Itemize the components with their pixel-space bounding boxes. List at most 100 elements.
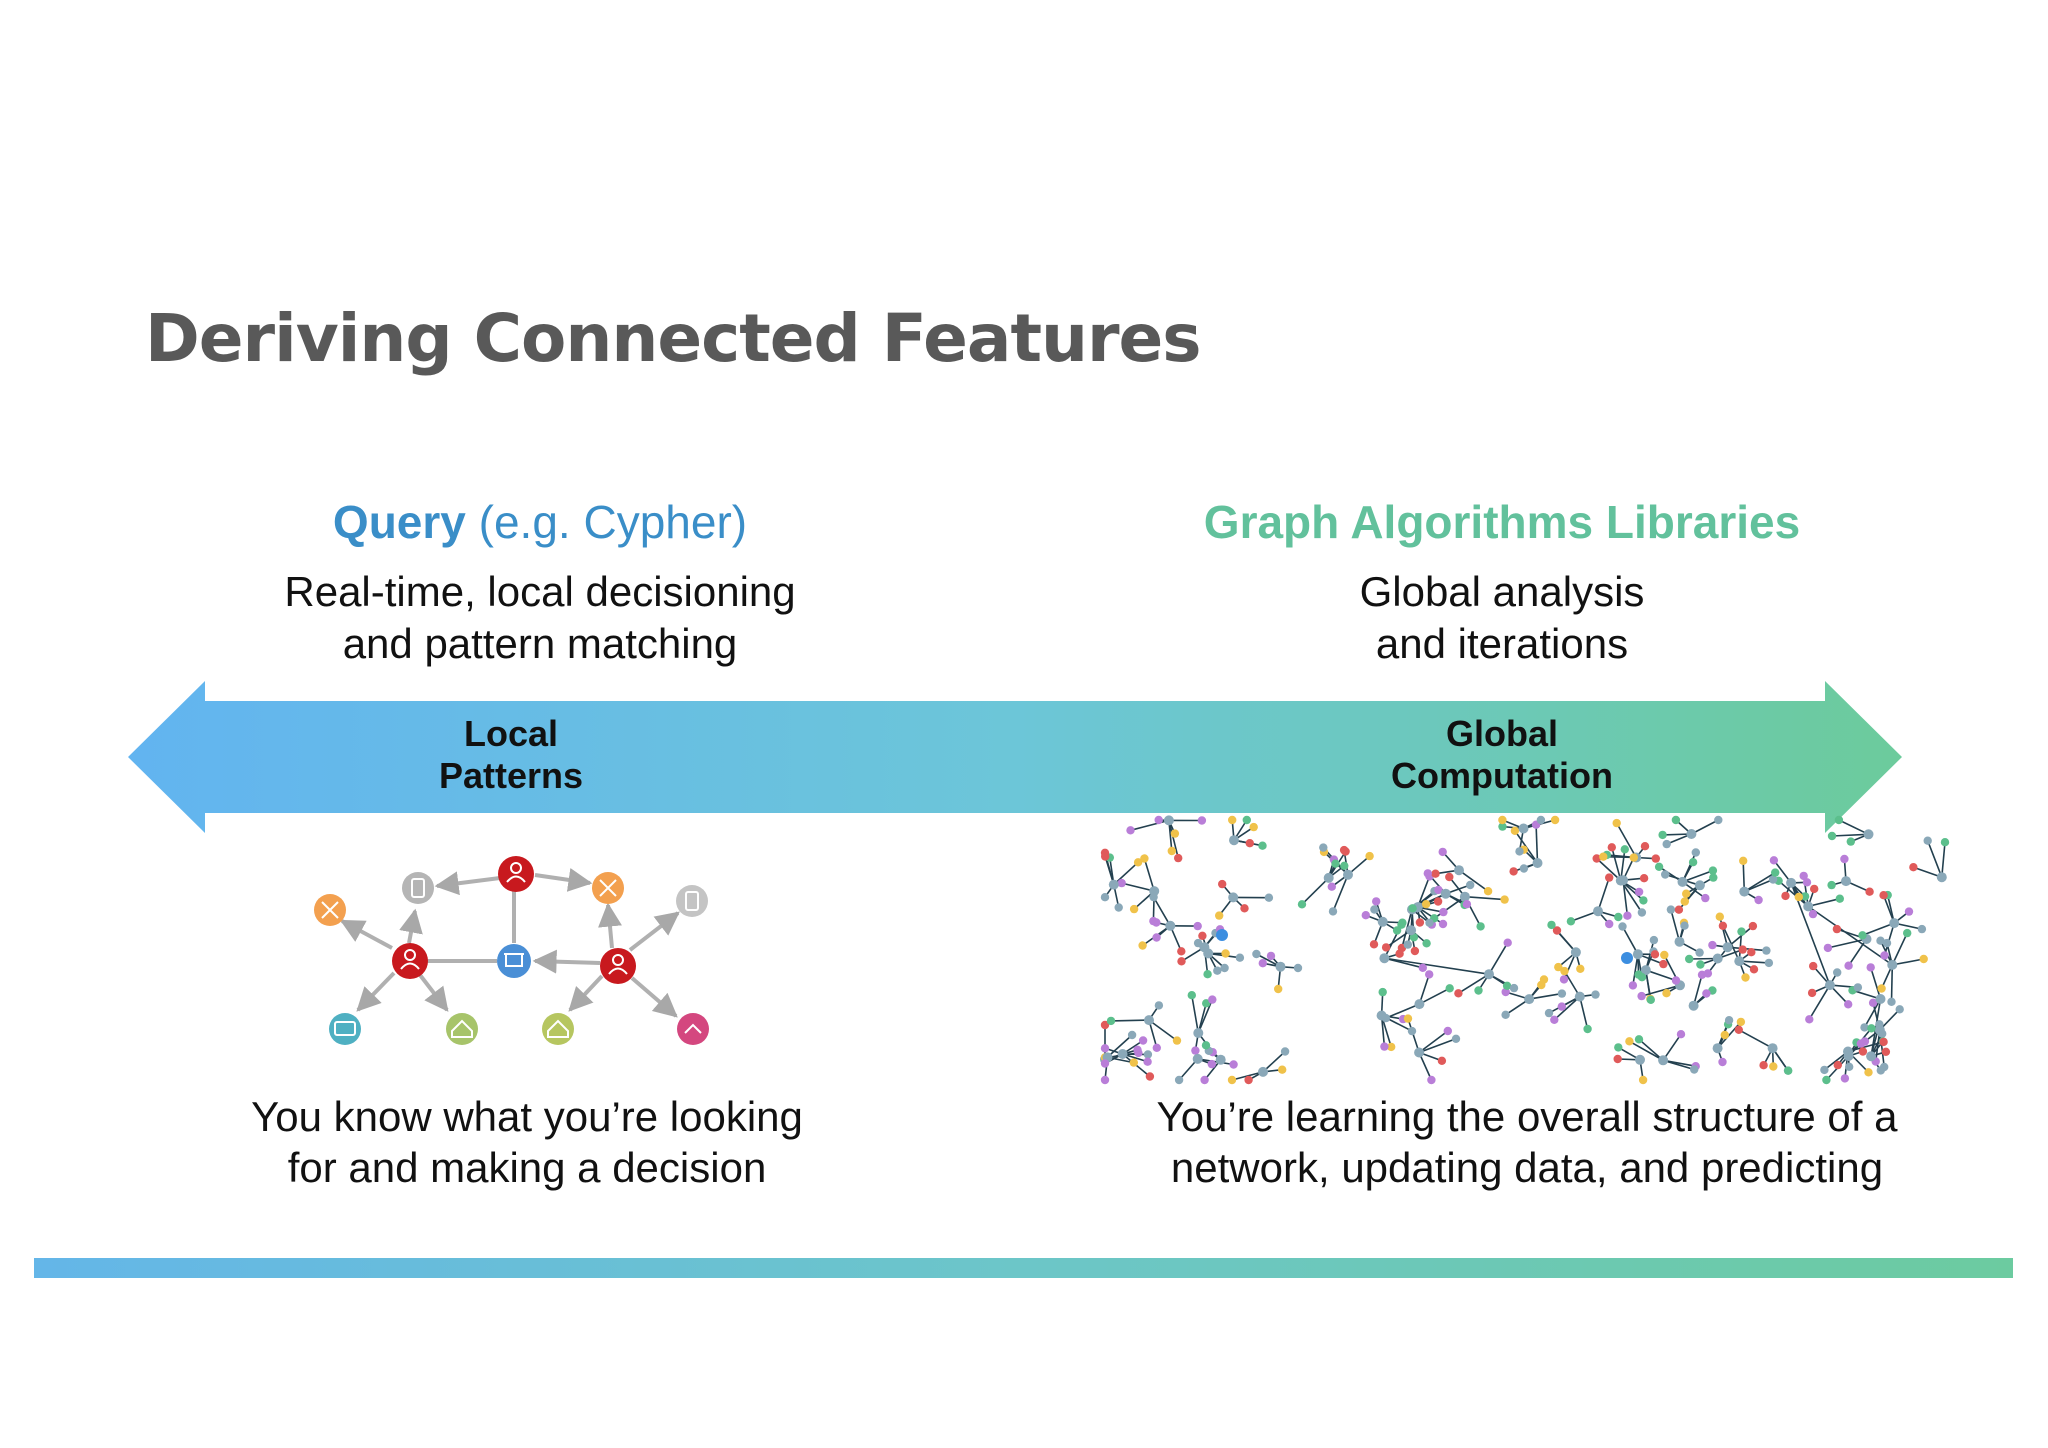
network-node: [1240, 904, 1249, 913]
network-edge: [1380, 1015, 1386, 1047]
network-node: [1654, 862, 1664, 871]
network-node: [1845, 1062, 1854, 1072]
network-node: [1297, 900, 1307, 909]
edge: [534, 868, 593, 892]
person-icon: [392, 943, 428, 979]
network-node: [1293, 963, 1303, 973]
network-node: [1807, 988, 1817, 998]
network-node: [1722, 942, 1733, 953]
network-node: [1640, 965, 1651, 976]
network-node: [1235, 953, 1245, 962]
network-node: [1408, 904, 1417, 913]
network-node: [1749, 965, 1759, 974]
network-node: [1708, 940, 1717, 950]
network-node: [1410, 946, 1420, 956]
network-node: [1100, 1020, 1110, 1030]
network-node: [1484, 969, 1494, 980]
network-edge: [1597, 877, 1610, 912]
network-node: [1407, 1026, 1417, 1036]
network-edge: [1662, 1059, 1695, 1071]
network-edge: [1121, 882, 1155, 892]
network-node: [1172, 1036, 1182, 1045]
network-node: [1887, 997, 1896, 1006]
graph-nodes: [314, 856, 709, 1045]
algorithms-subtitle-line1: Global analysis: [1359, 568, 1645, 615]
network-node: [1754, 895, 1763, 905]
network-node: [1249, 822, 1258, 832]
network-node: [1809, 961, 1818, 971]
network-node: [1559, 975, 1569, 984]
network-node: [1221, 949, 1230, 958]
global-computation-label: Global Computation: [1391, 713, 1613, 797]
network-edge: [1148, 1019, 1178, 1042]
network-node: [1216, 929, 1228, 941]
local-patterns-label: Local Patterns: [439, 713, 583, 797]
network-node: [1662, 989, 1671, 998]
network-node: [1328, 907, 1338, 916]
network-node: [1688, 858, 1698, 867]
network-node: [1341, 847, 1350, 856]
network-edge: [1638, 1038, 1664, 1061]
network-node: [1198, 931, 1207, 940]
network-node: [1887, 959, 1898, 970]
network-node: [1640, 842, 1650, 851]
network-node: [1748, 921, 1758, 931]
network-node: [1696, 960, 1705, 969]
network-edge: [1488, 942, 1509, 975]
network-edge: [1168, 820, 1179, 859]
network-node: [1769, 1062, 1778, 1071]
network-node: [1398, 918, 1407, 927]
network-node: [1823, 943, 1833, 953]
network-edge: [1719, 916, 1729, 948]
network-edge: [1681, 852, 1697, 883]
network-node: [1187, 991, 1197, 1000]
network-node: [1454, 865, 1464, 876]
network-edge: [1838, 819, 1869, 836]
network-node: [1129, 904, 1139, 914]
network-node: [1833, 968, 1842, 977]
network-node: [1434, 885, 1443, 895]
network-edge: [1831, 833, 1869, 837]
network-node: [1197, 816, 1207, 825]
network-node: [1418, 963, 1428, 972]
algorithms-subtitle: Global analysis and iterations: [1360, 566, 1645, 670]
network-edge: [1384, 957, 1490, 975]
network-node: [1762, 946, 1771, 955]
network-node: [1100, 1075, 1110, 1085]
network-node: [1810, 884, 1819, 894]
network-node: [1876, 1066, 1886, 1075]
network-node: [1438, 847, 1447, 857]
network-node: [1635, 1054, 1645, 1065]
network-node: [1685, 954, 1694, 964]
network-node: [1769, 856, 1779, 865]
network-node: [1510, 826, 1520, 835]
network-node: [1625, 1037, 1634, 1046]
network-node: [1126, 826, 1135, 835]
network-node: [1680, 897, 1690, 906]
network-node: [1127, 1030, 1137, 1040]
network-edge: [1611, 847, 1622, 881]
network-node: [1509, 867, 1518, 876]
network-node: [1174, 1075, 1184, 1085]
network-node: [1724, 1016, 1734, 1025]
edge: [532, 949, 601, 974]
network-node: [1519, 864, 1529, 873]
network-node: [1403, 1014, 1413, 1023]
local-patterns-line1: Local: [463, 713, 559, 754]
network-node: [1917, 924, 1927, 934]
network-node: [1662, 839, 1671, 849]
network-node: [1833, 1060, 1843, 1070]
query-subtitle: Real-time, local decisioning and pattern…: [284, 566, 795, 670]
network-node: [1220, 963, 1229, 973]
network-node: [1509, 983, 1519, 993]
network-node: [1213, 966, 1222, 975]
network-node: [1651, 854, 1661, 863]
network-edge: [1535, 824, 1539, 864]
network-node: [1228, 815, 1237, 825]
network-node: [1138, 941, 1147, 950]
footer-gradient-bar: [34, 1258, 2013, 1278]
network-node: [1280, 1047, 1290, 1056]
network-node: [1834, 815, 1844, 825]
network-edge: [1418, 974, 1430, 1005]
network-edge: [1418, 1030, 1449, 1054]
